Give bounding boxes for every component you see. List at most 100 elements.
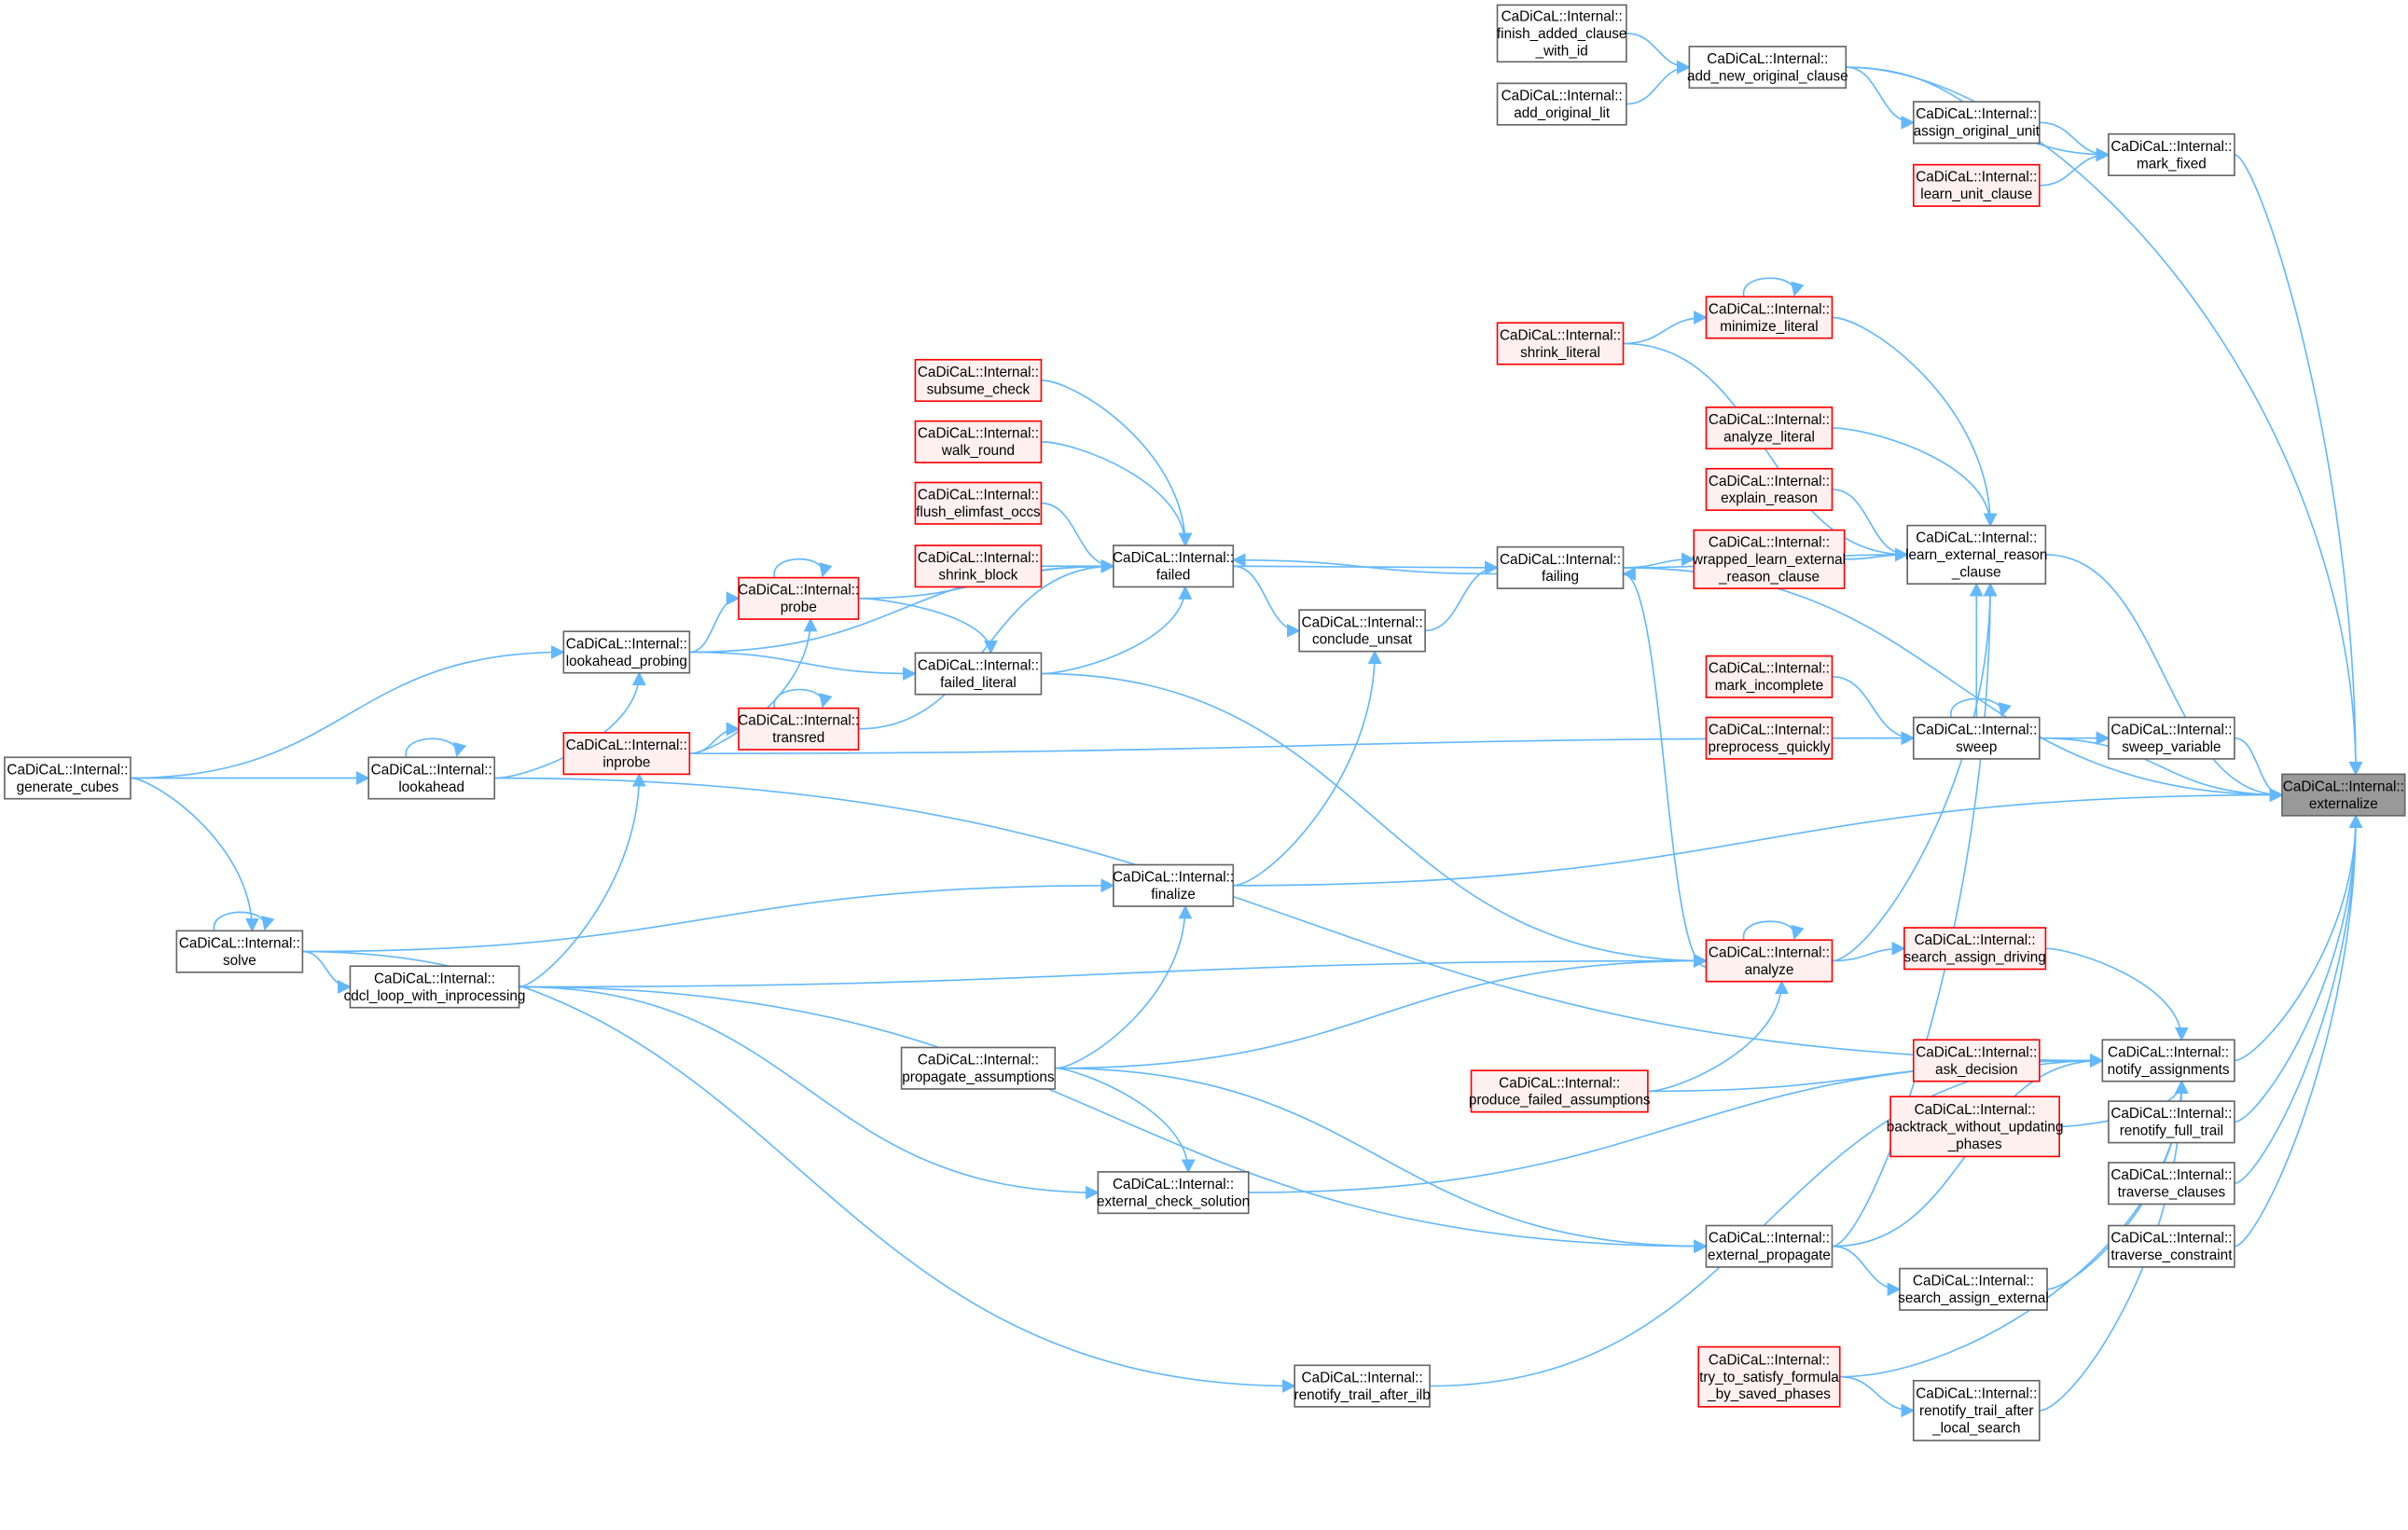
node-label: _local_search xyxy=(1931,1420,2020,1436)
node-add-original-lit[interactable]: CaDiCaL::Internal::add_original_lit xyxy=(1496,82,1627,126)
node-label: probe xyxy=(781,600,817,615)
node-minimize-literal[interactable]: CaDiCaL::Internal::minimize_literal xyxy=(1705,296,1834,339)
node-label: CaDiCaL::Internal:: xyxy=(7,762,128,778)
node-lookahead-probing[interactable]: CaDiCaL::Internal::lookahead_probing xyxy=(562,630,691,674)
node-lookahead[interactable]: CaDiCaL::Internal::lookahead xyxy=(367,756,496,800)
edge-analyze-to-failing xyxy=(1622,567,1707,968)
node-box xyxy=(2281,773,2406,817)
node-backtrack[interactable]: CaDiCaL::Internal::backtrack_without_upd… xyxy=(1887,1096,2064,1158)
node-label: CaDiCaL::Internal:: xyxy=(1916,170,2037,186)
edge-solve-to-renotify_ilb xyxy=(302,950,1296,1393)
node-label: analyze_literal xyxy=(1723,429,1815,445)
node-label: CaDiCaL::Internal:: xyxy=(1500,552,1621,568)
node-label: notify_assignments xyxy=(2108,1062,2230,1078)
node-box xyxy=(914,544,1043,588)
node-externalize[interactable]: CaDiCaL::Internal::externalize xyxy=(2281,773,2406,817)
node-label: CaDiCaL::Internal:: xyxy=(1916,106,2037,122)
node-box xyxy=(1298,609,1426,653)
node-subsume[interactable]: CaDiCaL::Internal::subsume_check xyxy=(914,358,1043,403)
edge-probe-to-probe xyxy=(773,558,833,578)
node-notify[interactable]: CaDiCaL::Internal::notify_assignments xyxy=(2101,1039,2235,1082)
node-label: CaDiCaL::Internal:: xyxy=(1500,327,1621,343)
node-label: produce_failed_assumptions xyxy=(1469,1093,1651,1109)
node-label: generate_cubes xyxy=(17,779,119,795)
node-label: CaDiCaL::Internal:: xyxy=(566,737,687,753)
node-label: mark_incomplete xyxy=(1715,678,1823,694)
edge-subsume-to-failed xyxy=(1041,379,1193,547)
node-ask-decision[interactable]: CaDiCaL::Internal::ask_decision xyxy=(1912,1039,2041,1082)
node-box xyxy=(1889,1096,2061,1158)
node-traverse-clauses[interactable]: CaDiCaL::Internal::traverse_clauses xyxy=(2108,1162,2235,1206)
edge-cdcl-to-ext_check xyxy=(519,986,1100,1200)
node-box xyxy=(4,756,131,800)
node-renotify-local[interactable]: CaDiCaL::Internal::renotify_trail_after_… xyxy=(1912,1379,2041,1441)
node-cdcl[interactable]: CaDiCaL::Internal::cdcl_loop_with_inproc… xyxy=(344,965,526,1009)
node-learn-unit[interactable]: CaDiCaL::Internal::learn_unit_clause xyxy=(1912,163,2041,207)
node-transred[interactable]: CaDiCaL::Internal::transred xyxy=(738,707,859,751)
node-failing[interactable]: CaDiCaL::Internal::failing xyxy=(1496,545,1625,589)
node-conclude[interactable]: CaDiCaL::Internal::conclude_unsat xyxy=(1298,609,1426,653)
node-add-new[interactable]: CaDiCaL::Internal::add_new_original_clau… xyxy=(1687,46,1848,90)
node-failed[interactable]: CaDiCaL::Internal::failed xyxy=(1113,544,1235,588)
node-box xyxy=(1113,544,1235,588)
edge-add_new-to-externalize xyxy=(1846,66,2363,776)
node-wrapped[interactable]: CaDiCaL::Internal::wrapped_learn_externa… xyxy=(1692,529,1846,589)
node-label: CaDiCaL::Internal:: xyxy=(1709,723,1830,738)
node-sweep-variable[interactable]: CaDiCaL::Internal::sweep_variable xyxy=(2108,716,2235,760)
node-finish[interactable]: CaDiCaL::Internal::finish_added_clause_w… xyxy=(1496,4,1627,63)
node-preprocess[interactable]: CaDiCaL::Internal::preprocess_quickly xyxy=(1705,716,1834,760)
node-label: CaDiCaL::Internal:: xyxy=(2110,1231,2232,1247)
node-failed-literal[interactable]: CaDiCaL::Internal::failed_literal xyxy=(914,652,1043,696)
node-assign-unit[interactable]: CaDiCaL::Internal::assign_original_unit xyxy=(1912,101,2041,145)
node-finalize[interactable]: CaDiCaL::Internal::finalize xyxy=(1113,863,1234,907)
node-label: CaDiCaL::Internal:: xyxy=(179,935,300,951)
node-shrink-block[interactable]: CaDiCaL::Internal::shrink_block xyxy=(914,544,1043,588)
edge-cdcl-to-ext_propagate xyxy=(519,986,1708,1254)
node-produce-failed[interactable]: CaDiCaL::Internal::produce_failed_assump… xyxy=(1469,1069,1651,1113)
node-search-driving[interactable]: CaDiCaL::Internal::search_assign_driving xyxy=(1903,927,2047,971)
node-label: CaDiCaL::Internal:: xyxy=(1709,1352,1830,1368)
node-label: CaDiCaL::Internal:: xyxy=(2283,779,2404,794)
node-walk-round[interactable]: CaDiCaL::Internal::walk_round xyxy=(914,420,1043,463)
node-box xyxy=(1705,1224,1834,1268)
node-flush[interactable]: CaDiCaL::Internal::flush_elimfast_occs xyxy=(914,481,1043,525)
node-label: CaDiCaL::Internal:: xyxy=(1916,723,2037,738)
node-label: _with_id xyxy=(1535,43,1588,59)
node-label: ask_decision xyxy=(1935,1062,2017,1078)
node-search-external[interactable]: CaDiCaL::Internal::search_assign_externa… xyxy=(1898,1267,2049,1311)
node-generate-cubes[interactable]: CaDiCaL::Internal::generate_cubes xyxy=(4,756,131,800)
node-label: lookahead_probing xyxy=(566,654,687,669)
node-analyze[interactable]: CaDiCaL::Internal::analyze xyxy=(1705,939,1834,983)
node-renotify-full[interactable]: CaDiCaL::Internal::renotify_full_trail xyxy=(2108,1100,2235,1144)
node-learn-ext[interactable]: CaDiCaL::Internal::learn_external_reason… xyxy=(1905,524,2047,586)
node-ext-check[interactable]: CaDiCaL::Internal::external_check_soluti… xyxy=(1097,1171,1250,1215)
node-analyze-literal[interactable]: CaDiCaL::Internal::analyze_literal xyxy=(1705,406,1834,450)
node-label: sweep_variable xyxy=(2122,739,2221,755)
node-label: traverse_clauses xyxy=(2118,1185,2226,1201)
node-try-satisfy[interactable]: CaDiCaL::Internal::try_to_satisfy_formul… xyxy=(1697,1345,1841,1408)
node-inprobe[interactable]: CaDiCaL::Internal::inprobe xyxy=(562,732,691,776)
node-solve[interactable]: CaDiCaL::Internal::solve xyxy=(175,930,304,973)
edge-traverse_constraint-to-externalize xyxy=(2234,814,2363,1247)
node-label: transred xyxy=(772,730,824,746)
node-mark-fixed[interactable]: CaDiCaL::Internal::mark_fixed xyxy=(2108,132,2235,176)
node-label: CaDiCaL::Internal:: xyxy=(374,971,495,986)
node-label: sweep xyxy=(1956,739,1997,755)
node-ext-propagate[interactable]: CaDiCaL::Internal::external_propagate xyxy=(1705,1224,1834,1268)
node-shrink-literal[interactable]: CaDiCaL::Internal::shrink_literal xyxy=(1496,322,1625,365)
edge-walk_round-to-failed xyxy=(1041,441,1193,547)
edge-analyze-to-search_driving xyxy=(1832,941,1906,962)
node-box xyxy=(738,576,860,620)
node-probe[interactable]: CaDiCaL::Internal::probe xyxy=(738,576,860,620)
edge-sweep_variable-to-externalize xyxy=(2234,737,2284,802)
node-renotify-ilb[interactable]: CaDiCaL::Internal::renotify_trail_after_… xyxy=(1294,1364,1431,1408)
node-traverse-constraint[interactable]: CaDiCaL::Internal::traverse_constraint xyxy=(2108,1224,2235,1268)
edge-analyze_literal-to-learn_ext xyxy=(1832,427,1998,528)
node-box xyxy=(1899,1267,2048,1311)
node-sweep[interactable]: CaDiCaL::Internal::sweep xyxy=(1912,716,2041,760)
node-mark-incomplete[interactable]: CaDiCaL::Internal::mark_incomplete xyxy=(1705,655,1834,698)
node-propagate-assumptions[interactable]: CaDiCaL::Internal::propagate_assumptions xyxy=(900,1046,1057,1090)
node-explain-reason[interactable]: CaDiCaL::Internal::explain_reason xyxy=(1705,467,1834,511)
node-label: CaDiCaL::Internal:: xyxy=(566,636,687,652)
node-label: finalize xyxy=(1151,887,1196,903)
